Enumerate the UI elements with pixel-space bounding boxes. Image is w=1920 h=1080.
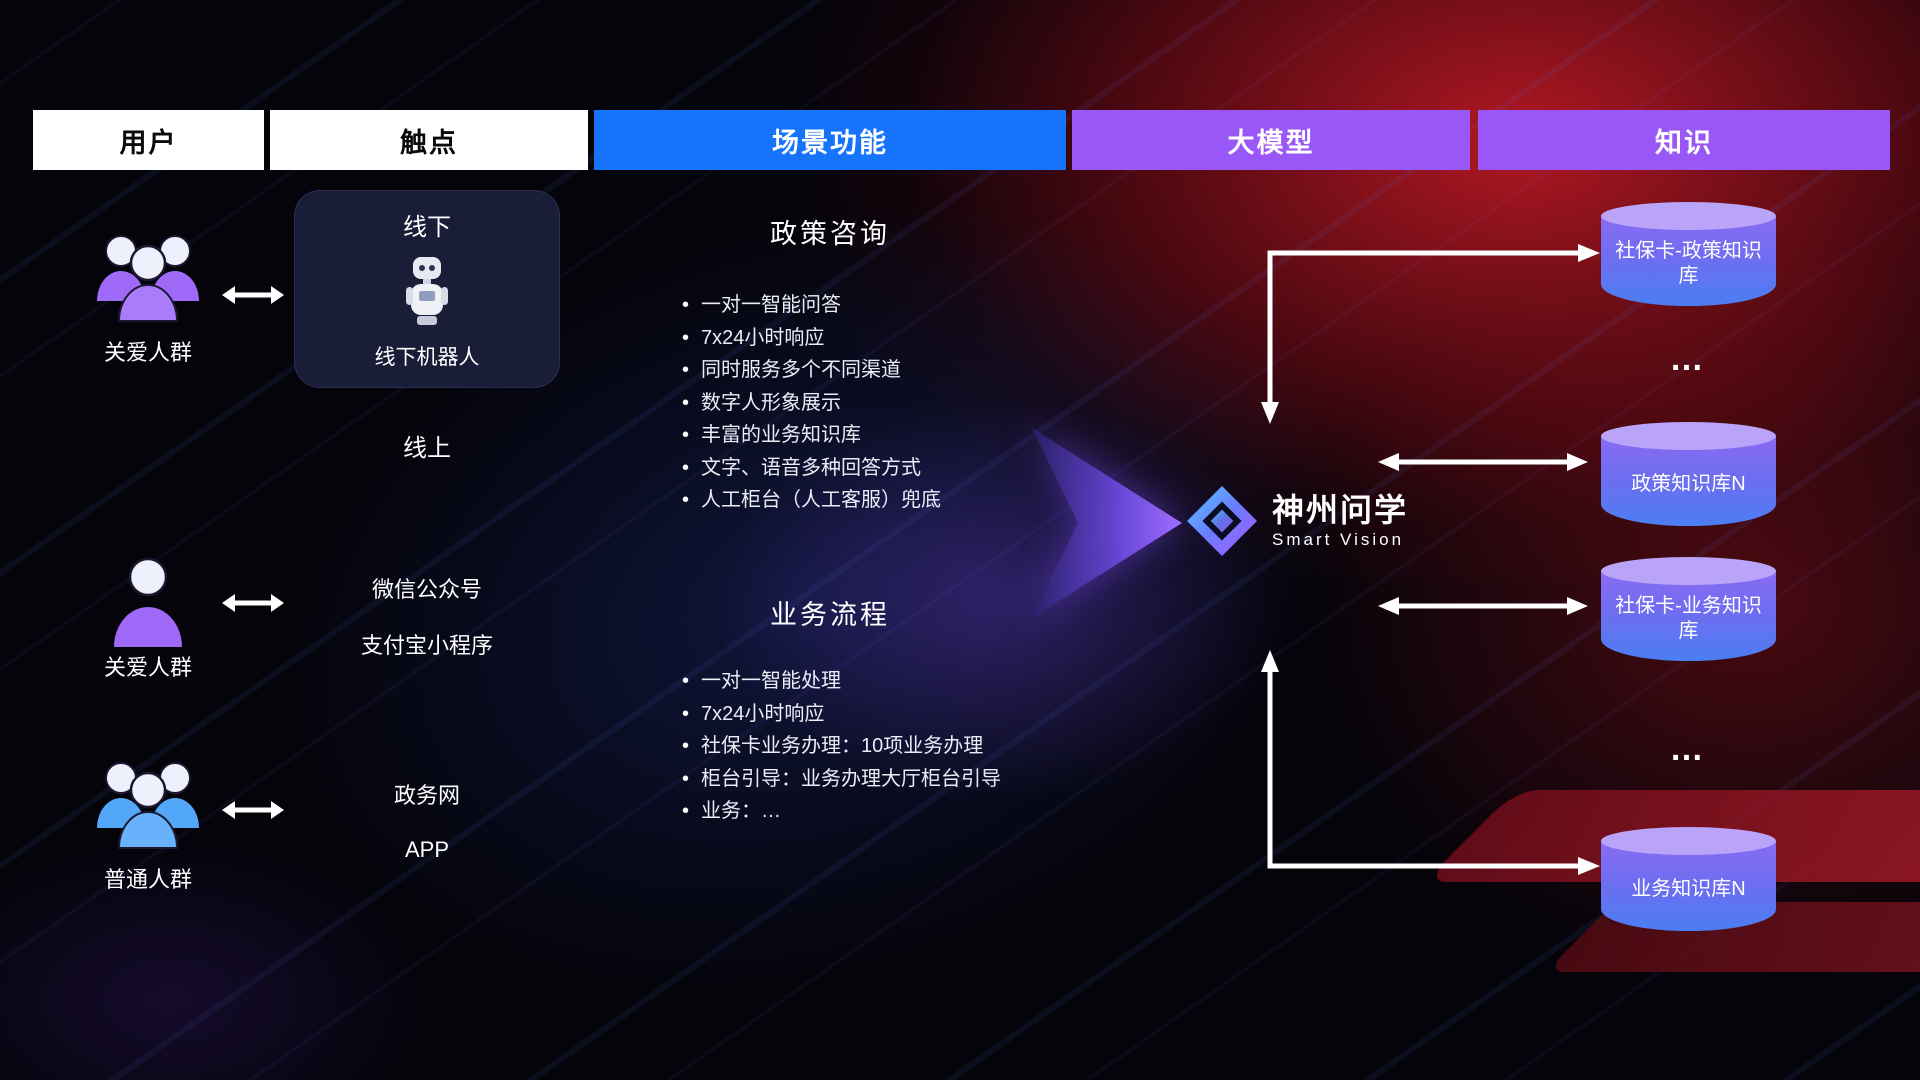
brand-logo: 神州问学 Smart Vision — [1186, 485, 1408, 557]
user-group-care-1 — [83, 225, 213, 330]
db-cylinder-socialcard-policy: 社保卡-政策知识库 — [1601, 202, 1776, 306]
db-cylinder-body — [1601, 571, 1776, 661]
scenario-business-bullets: 一对一智能处理 7x24小时响应 社保卡业务办理：10项业务办理 柜台引导：业务… — [682, 665, 1122, 828]
db-cylinder-top — [1601, 202, 1776, 230]
scenario-title-business: 业务流程 — [770, 600, 890, 630]
ellipsis: … — [1669, 730, 1708, 768]
bullet-item: 业务：… — [682, 795, 1122, 828]
column-header-users: 用户 — [33, 110, 264, 170]
robot-icon — [406, 256, 448, 325]
bullet-item: 7x24小时响应 — [682, 698, 1122, 731]
touchpoint-wechat: 微信公众号 — [371, 577, 482, 602]
touchpoint-alipay: 支付宝小程序 — [360, 633, 493, 658]
bidirectional-arrow-icon — [222, 594, 284, 612]
bidirectional-arrow-icon — [222, 286, 284, 304]
column-header-scenarios: 场景功能 — [594, 110, 1066, 170]
touchpoint-online-title: 线上 — [403, 435, 451, 462]
db-cylinder-body — [1601, 216, 1776, 306]
brand-text: 神州问学 Smart Vision — [1272, 493, 1408, 550]
user-label: 关爱人群 — [103, 655, 192, 680]
ellipsis: … — [1669, 340, 1708, 378]
db-label: 社保卡-政策知识库 — [1615, 240, 1762, 287]
db-cylinder-business-n: 业务知识库N — [1601, 827, 1776, 931]
flow-arrow-icon — [1032, 428, 1182, 618]
brand-subtitle: Smart Vision — [1272, 529, 1405, 549]
db-cylinder-top — [1601, 422, 1776, 450]
bullet-item: 柜台引导：业务办理大厅柜台引导 — [682, 763, 1122, 796]
db-cylinder-body — [1601, 841, 1776, 931]
brand-diamond-icon — [1187, 486, 1257, 556]
db-label: 社保卡-业务知识库 — [1615, 595, 1762, 642]
bullet-item: 人工柜台（人工客服）兜底 — [682, 484, 1122, 517]
bullet-item: 数字人形象展示 — [682, 387, 1122, 420]
column-header-touchpoints: 触点 — [270, 110, 588, 170]
user-single-care-2 — [106, 551, 190, 656]
db-label: 业务知识库N — [1631, 877, 1746, 900]
offline-robot-label: 线下机器人 — [374, 346, 480, 369]
db-cylinder-socialcard-business: 社保卡-业务知识库 — [1601, 557, 1776, 661]
offline-title: 线下 — [403, 214, 451, 241]
bullet-item: 社保卡业务办理：10项业务办理 — [682, 730, 1122, 763]
brand-name: 神州问学 — [1272, 491, 1409, 528]
touchpoint-gov: 政务网 — [393, 783, 460, 808]
purple-glow-bottom-left — [0, 780, 520, 1080]
bullet-item: 一对一智能处理 — [682, 665, 1122, 698]
bullet-item: 文字、语音多种回答方式 — [682, 452, 1122, 485]
user-group-ordinary — [83, 752, 213, 857]
user-label: 关爱人群 — [103, 340, 192, 365]
user-single-icon — [114, 557, 182, 647]
user-label: 普通人群 — [103, 867, 192, 892]
user-group-icon — [97, 762, 199, 849]
user-group-icon — [97, 235, 199, 322]
bullet-item: 同时服务多个不同渠道 — [682, 354, 1122, 387]
bidirectional-arrow-icon — [222, 801, 284, 819]
touchpoint-app: APP — [404, 837, 450, 862]
db-cylinder-policy-n: 政策知识库N — [1601, 422, 1776, 526]
scenario-title-policy: 政策咨询 — [770, 219, 890, 249]
column-header-knowledge: 知识 — [1478, 110, 1890, 170]
db-cylinder-top — [1601, 827, 1776, 855]
bullet-item: 7x24小时响应 — [682, 322, 1122, 355]
bullet-item: 一对一智能问答 — [682, 289, 1122, 322]
scenario-policy-bullets: 一对一智能问答 7x24小时响应 同时服务多个不同渠道 数字人形象展示 丰富的业… — [682, 289, 1122, 517]
db-cylinder-body — [1601, 436, 1776, 526]
column-header-model: 大模型 — [1072, 110, 1470, 170]
bullet-item: 丰富的业务知识库 — [682, 419, 1122, 452]
db-label: 政策知识库N — [1631, 472, 1746, 495]
db-cylinder-top — [1601, 557, 1776, 585]
offline-robot-card: 线下 线下机器人 — [294, 190, 560, 388]
